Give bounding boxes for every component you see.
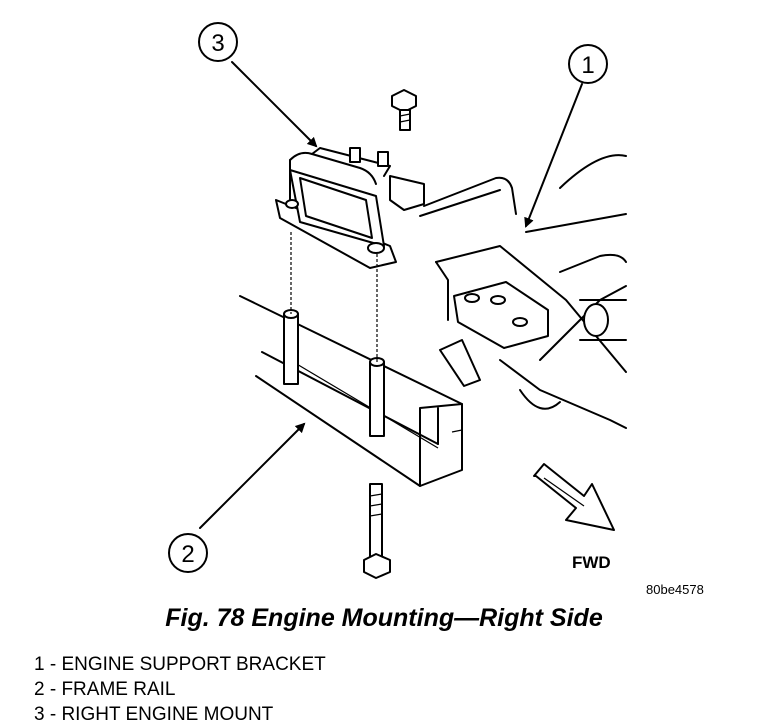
callout-1: 1 (568, 44, 608, 84)
callout-3-number: 3 (211, 30, 224, 57)
leader-line-1 (524, 83, 583, 228)
rail-lower-bolt (363, 483, 391, 579)
callout-2: 2 (168, 533, 208, 573)
parts-legend: 1 - ENGINE SUPPORT BRACKET 2 - FRAME RAI… (34, 652, 326, 727)
figure-caption: Fig. 78 Engine Mounting—Right Side (165, 604, 603, 632)
mount-top-bolt (391, 89, 417, 131)
forward-arrow-icon (533, 463, 615, 531)
frame-rail (239, 295, 463, 487)
callout-3: 3 (198, 22, 238, 62)
rail-studs (283, 232, 385, 437)
engine-mounting-diagram: 1 2 3 FWD 80be4578 (168, 22, 704, 597)
legend-item: 3 - RIGHT ENGINE MOUNT (34, 704, 274, 725)
right-engine-mount (275, 147, 425, 269)
callout-2-number: 2 (181, 541, 194, 568)
engine-support-bracket (419, 154, 627, 429)
leader-line-2 (199, 422, 306, 529)
image-code: 80be4578 (646, 582, 704, 597)
legend-item: 1 - ENGINE SUPPORT BRACKET (34, 654, 326, 675)
fwd-label: FWD (572, 553, 611, 572)
leader-line-3 (231, 61, 318, 148)
callout-1-number: 1 (581, 52, 594, 79)
legend-item: 2 - FRAME RAIL (34, 679, 176, 700)
